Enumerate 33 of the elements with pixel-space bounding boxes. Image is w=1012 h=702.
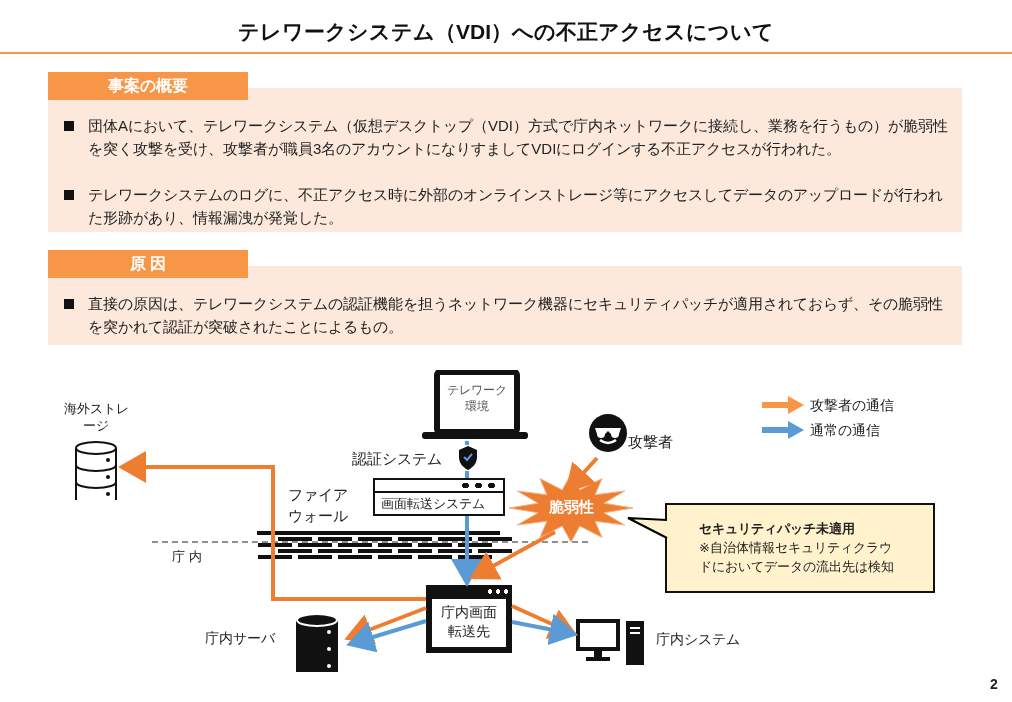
window-label: 庁内画面転送先 [432,599,506,647]
appliance-label: 画面転送システム [381,495,485,513]
screen-label: テレワーク環境 [446,382,508,414]
arrow [346,619,427,653]
section-heading: 事案の概要 [48,72,248,100]
server-label: 庁内サーバ [205,630,275,648]
slide-title: テレワークシステム（VDI）への不正アクセスについて [237,19,775,45]
window-box [426,585,512,653]
arrow [511,613,578,646]
arrow [344,606,427,645]
bullet-text: 団体Aにおいて、テレワークシステム（仮想デスクトップ（VDI）方式で庁内ネットワークに接続し、業務を行うもの）が脆弱性を突く攻撃を受け、攻撃者が職員3名のアカウントになりすましてVDIにログインする不正アクセスが行われた。 [88,116,948,159]
appliance-box [373,478,505,516]
callout-note: ※自治体情報セキュリティクラウドにおいてデータの流出先は検知 [699,539,895,576]
storage-label: 海外ストレージ [62,400,130,434]
bullet-text: 直接の原因は、テレワークシステムの認証機能を担うネットワーク機器にセキュリティパッチが適用されておらず、その脆弱性を突かれて認証が突破されたことによるもの。 [88,294,944,337]
arrow [511,604,578,639]
arrow [451,516,483,587]
firewall-label: ファイアウォール [288,485,349,526]
arrow [469,530,556,580]
legend-label: 通常の通信 [810,422,880,440]
legend-label: 攻撃者の通信 [810,397,894,415]
callout-pointer [627,517,668,539]
page-number: 2 [990,676,998,692]
callout-box [665,503,935,593]
section-heading: 原 因 [48,250,248,278]
auth-system-label: 認証システム [352,450,442,469]
callout-heading: セキュリティパッチ未適用 [699,520,856,538]
attacker-label: 攻撃者 [628,433,673,452]
bullet-text: テレワークシステムのログに、不正アクセス時に外部のオンラインストレージ等にアクセスしてデータのアップロードが行われた形跡があり、情報漏洩が発覚した。 [88,185,944,228]
zone-label: 庁内 [172,548,206,566]
burst-label: 脆弱性 [547,498,595,517]
arrow [118,451,426,601]
system-label: 庁内システム [656,631,740,649]
